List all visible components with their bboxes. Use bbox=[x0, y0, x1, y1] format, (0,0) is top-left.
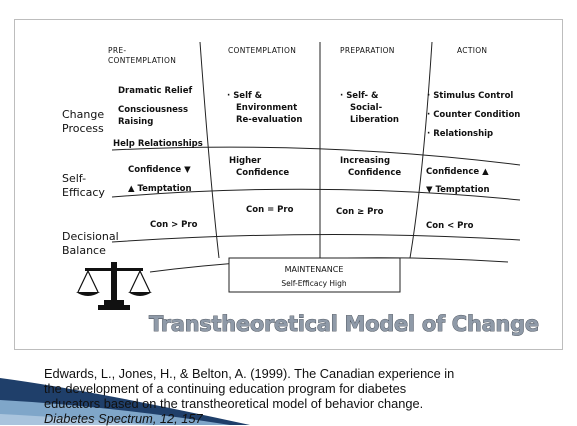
change-action-item: · Stimulus Control bbox=[427, 91, 513, 101]
decorative-swoosh bbox=[0, 378, 250, 425]
efficacy-contemplation-item: Higher bbox=[229, 156, 262, 166]
balance-contemplation: Con = Pro bbox=[246, 205, 294, 215]
row-separator bbox=[111, 146, 521, 166]
balance-scale-icon bbox=[76, 262, 152, 310]
efficacy-action-item: Confidence ▲ bbox=[426, 167, 489, 177]
row-label-process: Process bbox=[62, 122, 104, 135]
maintenance-subtitle: Self-Efficacy High bbox=[281, 279, 347, 288]
change-contemplation-item: · Self & bbox=[227, 91, 263, 101]
divider-line bbox=[199, 41, 220, 259]
row-separator bbox=[111, 188, 521, 201]
citation-line: the development of a continuing educatio… bbox=[44, 381, 407, 396]
stage-precontemplation-line1: PRE- bbox=[108, 46, 126, 55]
balance-pre: Con > Pro bbox=[150, 220, 198, 230]
change-contemplation-item: Environment bbox=[236, 103, 297, 113]
efficacy-action-item: ▼ Temptation bbox=[426, 185, 490, 195]
balance-preparation: Con ≥ Pro bbox=[336, 207, 384, 217]
citation-line: Edwards, L., Jones, H., & Belton, A. (19… bbox=[44, 366, 455, 381]
change-preparation-item: Social- bbox=[350, 103, 383, 113]
change-pre-item: Raising bbox=[118, 117, 153, 127]
change-preparation-item: · Self- & bbox=[340, 91, 379, 101]
stage-contemplation: CONTEMPLATION bbox=[228, 46, 296, 55]
change-preparation-item: Liberation bbox=[350, 115, 399, 125]
change-action-item: · Counter Condition bbox=[427, 110, 520, 120]
efficacy-contemplation-item: Confidence bbox=[236, 168, 289, 178]
stage-preparation: PREPARATION bbox=[340, 46, 395, 55]
efficacy-preparation-item: Confidence bbox=[348, 168, 401, 178]
row-label-balance: Balance bbox=[62, 244, 106, 257]
change-action-item: · Relationship bbox=[427, 129, 493, 139]
diagram-title: Transtheoretical Model of Change bbox=[149, 312, 539, 336]
efficacy-pre-item: ▲ Temptation bbox=[128, 184, 192, 194]
change-pre-item: Dramatic Relief bbox=[118, 86, 192, 96]
row-separator bbox=[111, 233, 521, 243]
efficacy-preparation-item: Increasing bbox=[340, 156, 390, 166]
row-label-change: Change bbox=[62, 108, 104, 121]
stage-action: ACTION bbox=[457, 46, 487, 55]
row-label-self: Self- bbox=[62, 172, 86, 185]
slide-frame bbox=[14, 19, 563, 350]
row-label-decisional: Decisional bbox=[62, 230, 119, 243]
divider-line bbox=[409, 41, 433, 259]
change-pre-item: Consciousness bbox=[118, 105, 188, 115]
citation-line: educators based on the transtheoretical … bbox=[44, 396, 424, 411]
maintenance-title: MAINTENANCE bbox=[285, 265, 344, 274]
row-label-efficacy: Efficacy bbox=[62, 186, 105, 199]
balance-action: Con < Pro bbox=[426, 221, 474, 231]
change-contemplation-item: Re-evaluation bbox=[236, 115, 302, 125]
stage-precontemplation-line2: CONTEMPLATION bbox=[108, 56, 176, 65]
maintenance-box bbox=[228, 257, 401, 293]
change-pre-item: Help Relationships bbox=[113, 139, 203, 149]
citation: Edwards, L., Jones, H., & Belton, A. (19… bbox=[44, 366, 564, 426]
citation-line: Diabetes Spectrum, 12, 157 bbox=[44, 411, 203, 426]
efficacy-pre-item: Confidence ▼ bbox=[128, 165, 191, 175]
